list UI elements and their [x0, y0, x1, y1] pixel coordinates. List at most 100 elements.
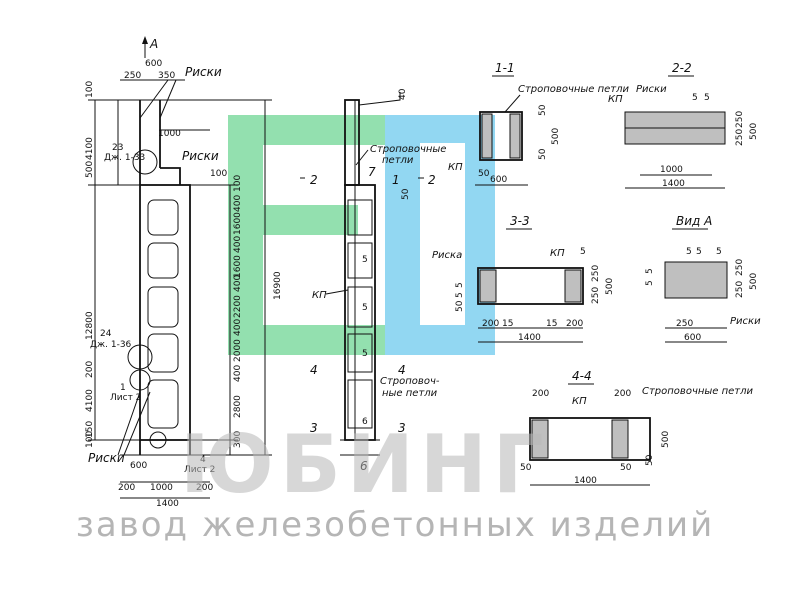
label-sling-loops-bot-b: ные петли — [382, 388, 438, 399]
dim: 2000 — [233, 339, 243, 362]
mark-5c: 5 — [362, 349, 368, 359]
cut-2-right: 2 — [428, 173, 436, 187]
label-kp: КП — [550, 248, 565, 259]
dim: 100 — [85, 81, 95, 98]
dim: 1400 — [518, 333, 541, 343]
dim: 5 — [716, 247, 722, 257]
dim: 100 — [233, 175, 243, 192]
dim: 200 — [566, 319, 583, 329]
dim: 400 — [233, 365, 243, 382]
cut-6: 6 — [360, 459, 368, 473]
node-23: 23 — [112, 143, 123, 153]
dim: 500 — [661, 431, 671, 448]
dim: 1000 — [158, 129, 181, 139]
dim: 16900 — [273, 271, 283, 300]
dim: 50 — [645, 454, 655, 466]
node-23-ref: Дж. 1-33 — [104, 153, 145, 163]
label-risks-mid: Риски — [182, 149, 219, 163]
dim: 5 — [704, 93, 710, 103]
dim: 250 — [591, 265, 601, 282]
label-risks-bottom: Риски — [88, 451, 125, 465]
dim: 50 — [520, 463, 532, 473]
watermark-logo — [228, 115, 495, 355]
dim: 5 — [692, 93, 698, 103]
label-risks: Риски — [636, 84, 667, 95]
dim: 100 — [85, 431, 95, 448]
dim: 250 — [735, 281, 745, 298]
label-sling-loops-top-a: Строповочные — [370, 144, 446, 155]
view-a: Вид А 5 5 5 5 5 250 250 500 250 600 Риск… — [645, 214, 761, 343]
label-risk: Риска — [432, 250, 462, 261]
dim: 5 — [455, 282, 465, 288]
dim: 5 — [455, 292, 465, 298]
cut-3-right: 3 — [398, 421, 406, 435]
dim: 250 — [735, 129, 745, 146]
arrow-a-label: А — [149, 37, 158, 51]
section-title: 2-2 — [672, 61, 692, 75]
label-sling-loops-top-b: петли — [382, 155, 414, 166]
dim: 5 — [696, 247, 702, 257]
section-title: Вид А — [676, 214, 712, 228]
dim: 15 — [502, 319, 513, 329]
dim: 250 — [735, 111, 745, 128]
label-kp: КП — [608, 94, 623, 105]
dim: 5 — [645, 280, 655, 286]
label-kp: КП — [312, 290, 327, 301]
label-kp: КП — [572, 396, 587, 407]
watermark-footer: завод железобетонных изделий — [75, 505, 715, 545]
label-sling: Строповочные петли — [518, 84, 630, 95]
dim: 50 — [538, 148, 548, 160]
dim: 200 — [85, 361, 95, 378]
dim: 50 — [455, 300, 465, 312]
dim: 250 — [735, 259, 745, 276]
dim: 5 — [686, 247, 692, 257]
mark-5a: 5 — [362, 255, 368, 265]
dim: 200 — [614, 389, 631, 399]
dim: 400 — [233, 195, 243, 212]
cut-2-left: 2 — [310, 173, 318, 187]
dim: 400 — [233, 319, 243, 336]
dim: 350 — [158, 71, 175, 81]
label-sling-loops-bot-a: Строповоч- — [380, 376, 440, 387]
dim: 500 — [85, 161, 95, 178]
node-1: 1 — [120, 383, 126, 393]
dim: 50 — [478, 169, 490, 179]
dim: 400 — [233, 275, 243, 292]
label-risks-top: Риски — [185, 65, 222, 79]
mark-6: 6 — [362, 417, 368, 427]
node-4-ref: Лист 2 — [184, 465, 215, 475]
dim: 500 — [749, 273, 759, 290]
label-risks: Риски — [730, 316, 761, 327]
dim: 200 — [196, 483, 213, 493]
dim: 1000 — [660, 165, 683, 175]
dim: 500 — [605, 278, 615, 295]
node-24: 24 — [100, 329, 112, 339]
node-4: 4 — [200, 455, 206, 465]
dim: 5 — [580, 247, 586, 257]
dim: 200 — [482, 319, 499, 329]
label-sling: Строповочные петли — [642, 386, 754, 397]
dim: 50 — [538, 104, 548, 116]
section-1-1: 1-1 Строповочные петли 50 500 50 КП 50 6… — [448, 61, 630, 186]
dim: 1400 — [156, 499, 179, 509]
dim: 1400 — [662, 179, 685, 189]
dim: 200 — [532, 389, 549, 399]
section-3-3: 3-3 Риска КП 5 5 5 50 250 250 500 200 15… — [432, 214, 615, 343]
node-1-ref: Лист 2 — [110, 393, 141, 403]
dim: 200 — [118, 483, 135, 493]
section-title: 4-4 — [572, 369, 592, 383]
middle-elevation: 40 Строповочные петли 2 7 1 2 50 КП 5 5 … — [300, 88, 446, 473]
dim: 50 — [401, 188, 411, 200]
dim: 50 — [620, 463, 632, 473]
dim: 4100 — [85, 137, 95, 160]
dim: 600 — [684, 333, 701, 343]
dim: 1600 — [233, 255, 243, 278]
left-elevation: А 600 250 350 Риски 100 4100 500 12800 2… — [85, 36, 283, 509]
dim: 1600 — [233, 212, 243, 235]
dim: 12800 — [85, 311, 95, 340]
cut-3-left: 3 — [310, 421, 318, 435]
mark-5b: 5 — [362, 303, 368, 313]
dim: 1000 — [150, 483, 173, 493]
cut-7: 7 — [368, 165, 376, 179]
